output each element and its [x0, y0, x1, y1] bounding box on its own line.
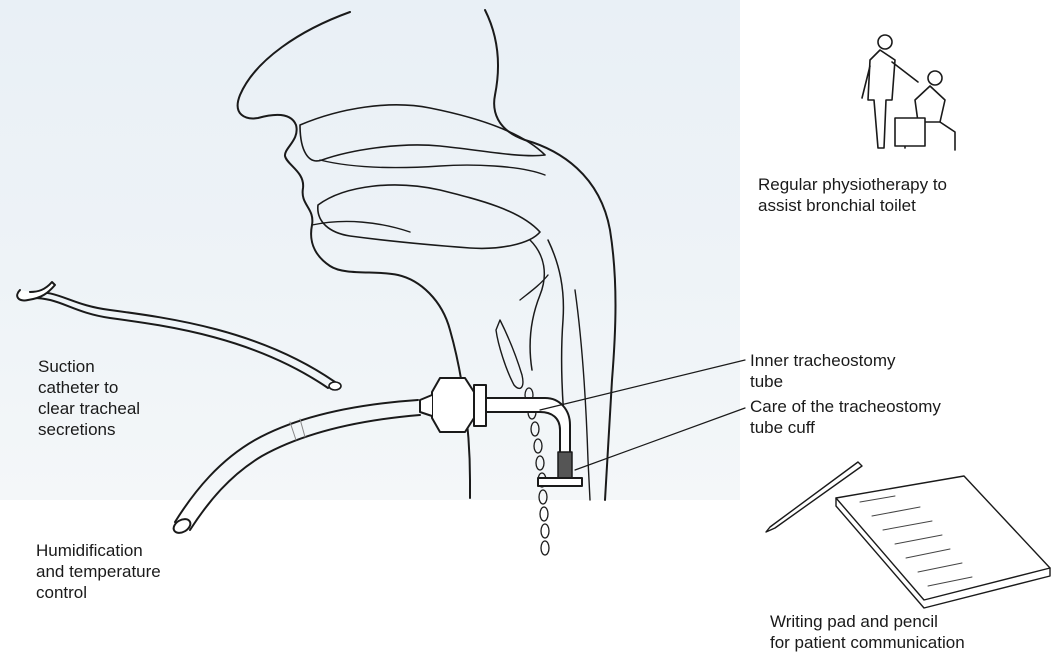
pharynx	[530, 240, 544, 370]
writing-pad-label: Writing pad and pencil for patient commu…	[770, 611, 965, 653]
cuff-care-label: Care of the tracheostomy tube cuff	[750, 396, 941, 438]
larynx	[496, 320, 523, 388]
humidification-label: Humidification and temperature control	[36, 540, 161, 603]
oesophagus	[575, 290, 590, 500]
tracheostomy-tube	[480, 398, 570, 480]
inner-tube-label: Inner tracheostomy tube	[750, 350, 896, 392]
nasal-cavity	[300, 105, 545, 161]
cuff-leader	[575, 408, 745, 470]
physiotherapy-label: Regular physiotherapy to assist bronchia…	[758, 174, 947, 216]
tube-connector	[432, 378, 474, 432]
writing-pad	[836, 476, 1050, 608]
humidification-hose	[175, 400, 418, 522]
hose-end	[171, 516, 193, 535]
tube-flange	[474, 385, 486, 426]
physiotherapy-figures	[862, 35, 955, 150]
suction-catheter-label: Suction catheter to clear tracheal secre…	[38, 356, 140, 440]
inner-tube-leader	[540, 360, 745, 410]
tongue	[318, 185, 540, 248]
neck-back-outline	[485, 10, 616, 500]
